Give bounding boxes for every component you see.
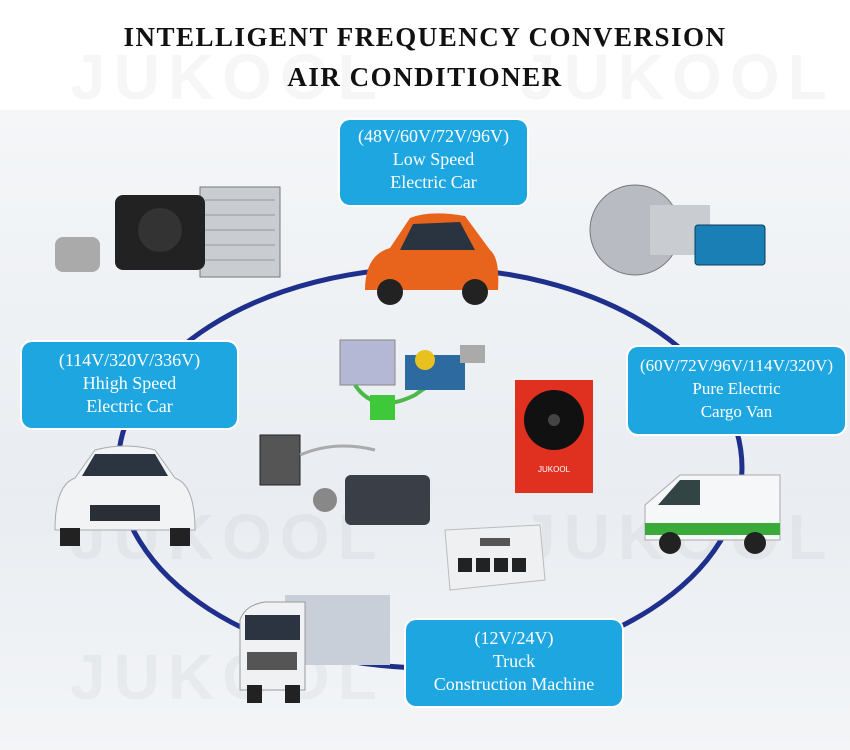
label-line: Cargo Van [700, 402, 773, 421]
label-low-speed-electric-car: (48V/60V/72V/96V) Low Speed Electric Car [340, 120, 527, 205]
label-line: Electric Car [86, 396, 173, 416]
voltage-range: (60V/72V/96V/114V/320V) [640, 356, 833, 375]
label-pure-electric-cargo-van: (60V/72V/96V/114V/320V) Pure Electric Ca… [628, 347, 845, 434]
voltage-range: (12V/24V) [474, 628, 554, 648]
label-line: Pure Electric [692, 379, 781, 398]
label-truck-construction-machine: (12V/24V) Truck Construction Machine [406, 620, 622, 706]
label-line: Truck [492, 651, 536, 671]
red-rooftop-ac-image: JUKOOL [515, 380, 593, 493]
brand-logo: JUKOOL [538, 465, 571, 474]
low-speed-car-image [365, 213, 499, 305]
cargo-van-image [644, 474, 781, 554]
label-line: Hhigh Speed [82, 373, 177, 393]
label-line: Construction Machine [433, 674, 595, 694]
hvac-module-image [55, 186, 281, 278]
ac-components-image [259, 434, 430, 525]
parking-ac-unit-image [444, 524, 546, 591]
high-speed-car-image [54, 445, 196, 546]
truck-image [239, 595, 390, 703]
voltage-range: (114V/320V/336V) [58, 350, 201, 370]
label-line: Electric Car [390, 172, 477, 192]
electric-compressor-image [589, 184, 766, 276]
label-line: Low Speed [392, 149, 475, 169]
voltage-range: (48V/60V/72V/96V) [358, 126, 509, 146]
label-high-speed-electric-car: (114V/320V/336V) Hhigh Speed Electric Ca… [22, 342, 237, 428]
ac-system-diagram-image [339, 339, 485, 420]
title-line-2: AIR CONDITIONER [287, 62, 563, 92]
title-line-1: INTELLIGENT FREQUENCY CONVERSION [123, 22, 727, 52]
